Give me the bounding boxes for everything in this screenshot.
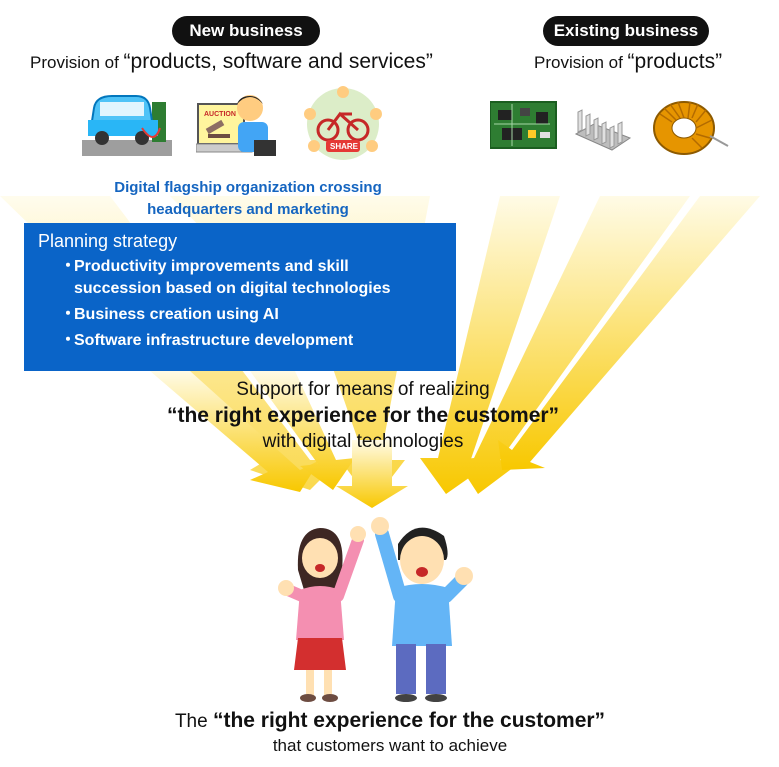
list-item: ・ Productivity improvements and skill suc…	[60, 256, 442, 300]
list-item-text: Software infrastructure development	[74, 332, 354, 349]
existing-business-pill: Existing business	[543, 16, 709, 46]
electric-car-charging-icon	[82, 95, 172, 156]
new-business-label: New business	[189, 21, 303, 40]
existing-provision-items: “products”	[627, 50, 723, 73]
list-item-text: Productivity improvements and skill	[74, 258, 349, 275]
list-item: ・ Business creation using AI	[60, 304, 442, 326]
bullet-icon: ・	[60, 306, 77, 323]
bottom-emphasis: “the right experience for the customer”	[212, 709, 606, 732]
list-item-text-cont: succession based on digital technologies	[74, 280, 391, 297]
new-provision-items: “products, software and services”	[123, 50, 433, 73]
heat-sink-icon	[574, 109, 632, 151]
bullet-icon: ・	[60, 258, 77, 275]
circuit-board-icon	[490, 101, 557, 149]
bike-sharing-icon: SHARE	[304, 86, 382, 160]
arrow-2	[250, 371, 355, 490]
flagship-organization-caption: Digital flagship organization crossing h…	[80, 177, 416, 221]
support-line3: with digital technologies	[262, 431, 464, 452]
arrow-3	[336, 440, 408, 508]
bullet-icon: ・	[60, 332, 77, 349]
happy-customers-icon	[278, 517, 473, 702]
new-business-provision: Provision of “products, software and ser…	[30, 50, 433, 74]
existing-business-label: Existing business	[553, 21, 699, 40]
list-item-text: Business creation using AI	[74, 306, 279, 323]
online-auction-icon: AUCTION	[196, 95, 276, 156]
planning-strategy-title: Planning strategy	[38, 231, 178, 251]
bottom-line2: that customers want to achieve	[272, 736, 508, 755]
share-label: SHARE	[330, 142, 359, 151]
list-item: ・ Software infrastructure development	[60, 330, 442, 352]
flagship-line1: Digital flagship organization crossing	[114, 179, 382, 196]
support-line2: “the right experience for the customer”	[166, 404, 560, 427]
new-business-pill: New business	[172, 16, 320, 46]
support-caption: Support for means of realizing “the righ…	[120, 378, 606, 454]
planning-strategy-list: ・ Productivity improvements and skill suc…	[38, 256, 442, 352]
planning-strategy-box: Planning strategy ・ Productivity improve…	[24, 223, 456, 371]
support-line1: Support for means of realizing	[236, 379, 490, 400]
new-provision-prefix: Provision of	[30, 53, 124, 72]
bottom-line1: The “the right experience for the custom…	[90, 708, 690, 735]
arrow-6	[498, 196, 760, 470]
arrow-5	[456, 196, 690, 494]
existing-business-provision: Provision of “products”	[534, 50, 722, 74]
auction-label: AUCTION	[204, 111, 236, 118]
arrow-4	[420, 196, 560, 494]
bottom-caption: The “the right experience for the custom…	[90, 708, 690, 757]
arrow-1	[150, 371, 320, 492]
existing-provision-prefix: Provision of	[534, 53, 628, 72]
toroidal-coil-icon	[653, 101, 729, 155]
bottom-prefix: The	[174, 711, 213, 732]
flagship-line2: headquarters and marketing	[147, 201, 349, 218]
